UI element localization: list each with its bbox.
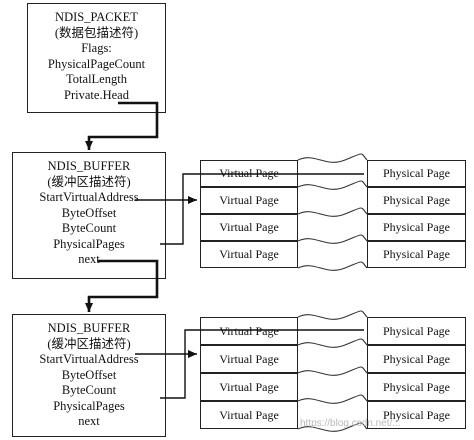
buffer-1-title: NDIS_BUFFER <box>47 159 131 173</box>
virtual-page-cell: Virtual Page <box>200 345 298 373</box>
physical-page-cell: Physical Page <box>367 214 466 241</box>
buffer-2-physical-pages-arrow <box>160 329 364 399</box>
physical-page-cell: Physical Page <box>367 317 466 345</box>
physical-page-cell: Physical Page <box>367 241 466 268</box>
ndis-buffer-box-2: NDIS_BUFFER (缓冲区描述符) StartVirtualAddress… <box>12 314 166 437</box>
ndis-buffer-box-1: NDIS_BUFFER (缓冲区描述符) StartVirtualAddress… <box>12 152 166 279</box>
packet-subtitle: (数据包描述符) <box>54 25 139 40</box>
page-mapping-waves-2 <box>297 310 368 432</box>
buffer-1-field-start-virtual-address: StartVirtualAddress <box>39 190 139 204</box>
packet-field-flags: Flags: <box>81 41 112 55</box>
packet-field-physical-page-count: PhysicalPageCount <box>47 56 146 71</box>
virtual-page-cell: Virtual Page <box>200 241 298 268</box>
physical-page-cell: Physical Page <box>367 373 466 401</box>
physical-page-cell: Physical Page <box>367 187 466 214</box>
buffer-1-subtitle: (缓冲区描述符) <box>47 174 131 189</box>
buffer-2-field-physical-pages: PhysicalPages <box>53 398 125 413</box>
watermark-text: https://blog.csdn.net/... <box>300 418 401 429</box>
buffer-1-field-byte-count: ByteCount <box>61 221 117 235</box>
buffer-1-physical-pages-arrow <box>160 173 364 245</box>
virtual-page-cell: Virtual Page <box>200 187 298 214</box>
ndis-packet-box: NDIS_PACKET (数据包描述符) Flags: PhysicalPage… <box>27 3 166 113</box>
buffer-2-field-byte-count: ByteCount <box>61 383 117 397</box>
buffer-1-field-physical-pages: PhysicalPages <box>53 236 125 251</box>
packet-title: NDIS_PACKET <box>55 10 138 24</box>
page-mapping-waves-1 <box>297 153 368 271</box>
buffer-1-field-next: next <box>78 252 100 266</box>
virtual-page-cell: Virtual Page <box>200 317 298 345</box>
physical-page-cell: Physical Page <box>367 160 466 187</box>
virtual-page-cell: Virtual Page <box>200 401 298 429</box>
virtual-page-cell: Virtual Page <box>200 373 298 401</box>
buffer-1-next-to-buffer-2-arrow <box>85 259 159 312</box>
packet-field-total-length: TotalLength <box>66 72 127 86</box>
buffer-2-field-next: next <box>78 414 100 428</box>
physical-page-cell: Physical Page <box>367 345 466 373</box>
packet-field-private-head: Private.Head <box>64 87 129 102</box>
buffer-1-field-byte-offset: ByteOffset <box>61 205 117 220</box>
virtual-page-cell: Virtual Page <box>200 214 298 241</box>
buffer-2-title: NDIS_BUFFER <box>47 321 131 335</box>
buffer-2-field-start-virtual-address: StartVirtualAddress <box>39 352 139 366</box>
packet-to-buffer-1-arrow <box>85 101 159 150</box>
buffer-2-subtitle: (缓冲区描述符) <box>47 336 131 351</box>
buffer-2-field-byte-offset: ByteOffset <box>61 367 117 382</box>
physical-page-cell: Physical Page <box>367 401 466 429</box>
